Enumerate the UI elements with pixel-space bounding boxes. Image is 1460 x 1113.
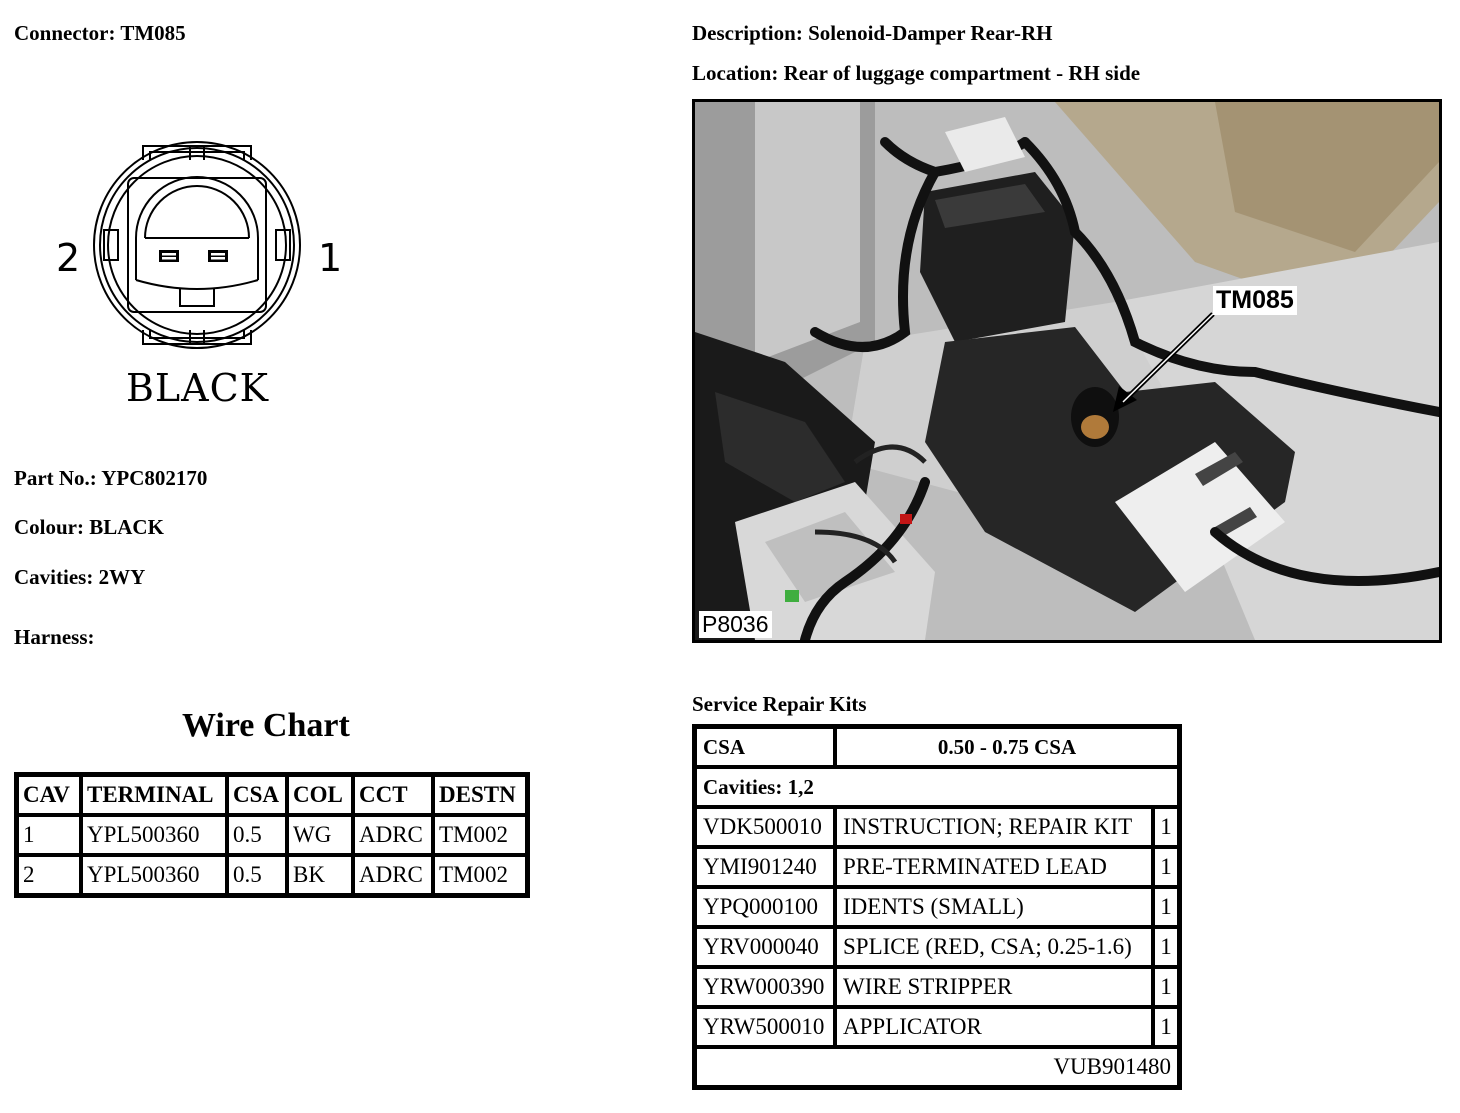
location-label: Location: Rear of luggage compartment - …: [692, 61, 1141, 85]
table-row: YRW500010 APPLICATOR 1: [695, 1007, 1179, 1047]
table-row: 2 YPL500360 0.5 BK ADRC TM002: [17, 855, 527, 895]
cell-csa: 0.5: [227, 855, 287, 895]
kit-quantity: 1: [1153, 1007, 1179, 1047]
kit-quantity: 1: [1153, 807, 1179, 847]
wire-chart-header-row: CAV TERMINAL CSA COL CCT DESTN: [17, 775, 527, 815]
cell-destn: TM002: [433, 815, 527, 855]
table-row: YMI901240 PRE-TERMINATED LEAD 1: [695, 847, 1179, 887]
kit-description: WIRE STRIPPER: [835, 967, 1153, 1007]
header-cct: CCT: [353, 775, 433, 815]
connector-face-drawing: [93, 141, 301, 349]
kit-quantity: 1: [1153, 967, 1179, 1007]
cell-col: BK: [287, 855, 353, 895]
cell-cav: 2: [17, 855, 81, 895]
kits-csa-row: CSA 0.50 - 0.75 CSA: [695, 727, 1179, 767]
connector-colour-caption: BLACK: [126, 366, 270, 410]
kit-number: VUB901480: [695, 1047, 1179, 1087]
kit-quantity: 1: [1153, 927, 1179, 967]
harness: Harness:: [14, 625, 95, 649]
kits-cavities-row: Cavities: 1,2: [695, 767, 1179, 807]
pin-number-right: 1: [318, 236, 343, 280]
connector-face-diagram: 2 1 BLACK: [40, 120, 360, 420]
table-row: YRV000040 SPLICE (RED, CSA; 0.25-1.6) 1: [695, 927, 1179, 967]
header-terminal: TERMINAL: [81, 775, 227, 815]
kits-csa-label: CSA: [695, 727, 835, 767]
cell-cav: 1: [17, 815, 81, 855]
cavities: Cavities: 2WY: [14, 565, 146, 589]
table-row: YRW000390 WIRE STRIPPER 1: [695, 967, 1179, 1007]
repair-kits-title: Service Repair Kits: [692, 692, 867, 716]
location-photo-illustration: [695, 102, 1439, 640]
pin-number-left: 2: [56, 236, 81, 280]
location-photo: TM085 P8036: [692, 99, 1442, 643]
kit-quantity: 1: [1153, 847, 1179, 887]
kit-part-number: VDK500010: [695, 807, 835, 847]
cell-csa: 0.5: [227, 815, 287, 855]
kit-description: SPLICE (RED, CSA; 0.25-1.6): [835, 927, 1153, 967]
header-col: COL: [287, 775, 353, 815]
header-cav: CAV: [17, 775, 81, 815]
kits-csa-value: 0.50 - 0.75 CSA: [835, 727, 1179, 767]
part-number: Part No.: YPC802170: [14, 466, 208, 490]
kits-cavities: Cavities: 1,2: [695, 767, 1179, 807]
description-label: Description: Solenoid-Damper Rear-RH: [692, 21, 1053, 45]
table-row: YPQ000100 IDENTS (SMALL) 1: [695, 887, 1179, 927]
kit-part-number: YMI901240: [695, 847, 835, 887]
wire-chart-title: Wire Chart: [182, 707, 350, 744]
kit-quantity: 1: [1153, 887, 1179, 927]
header-csa: CSA: [227, 775, 287, 815]
colour: Colour: BLACK: [14, 515, 164, 539]
cell-cct: ADRC: [353, 815, 433, 855]
cell-terminal: YPL500360: [81, 855, 227, 895]
kit-part-number: YRV000040: [695, 927, 835, 967]
connector-label: Connector: TM085: [14, 21, 186, 45]
photo-id: P8036: [699, 611, 772, 638]
kit-part-number: YPQ000100: [695, 887, 835, 927]
wire-chart-table: CAV TERMINAL CSA COL CCT DESTN 1 YPL5003…: [14, 772, 530, 898]
cell-cct: ADRC: [353, 855, 433, 895]
kits-footer-row: VUB901480: [695, 1047, 1179, 1087]
kit-description: INSTRUCTION; REPAIR KIT: [835, 807, 1153, 847]
table-row: 1 YPL500360 0.5 WG ADRC TM002: [17, 815, 527, 855]
kit-description: APPLICATOR: [835, 1007, 1153, 1047]
cell-col: WG: [287, 815, 353, 855]
table-row: VDK500010 INSTRUCTION; REPAIR KIT 1: [695, 807, 1179, 847]
repair-kits-table: CSA 0.50 - 0.75 CSA Cavities: 1,2 VDK500…: [692, 724, 1182, 1090]
kit-part-number: YRW000390: [695, 967, 835, 1007]
photo-callout-tm085: TM085: [1213, 286, 1297, 315]
cell-destn: TM002: [433, 855, 527, 895]
cell-terminal: YPL500360: [81, 815, 227, 855]
kit-description: IDENTS (SMALL): [835, 887, 1153, 927]
kit-description: PRE-TERMINATED LEAD: [835, 847, 1153, 887]
kit-part-number: YRW500010: [695, 1007, 835, 1047]
header-destn: DESTN: [433, 775, 527, 815]
